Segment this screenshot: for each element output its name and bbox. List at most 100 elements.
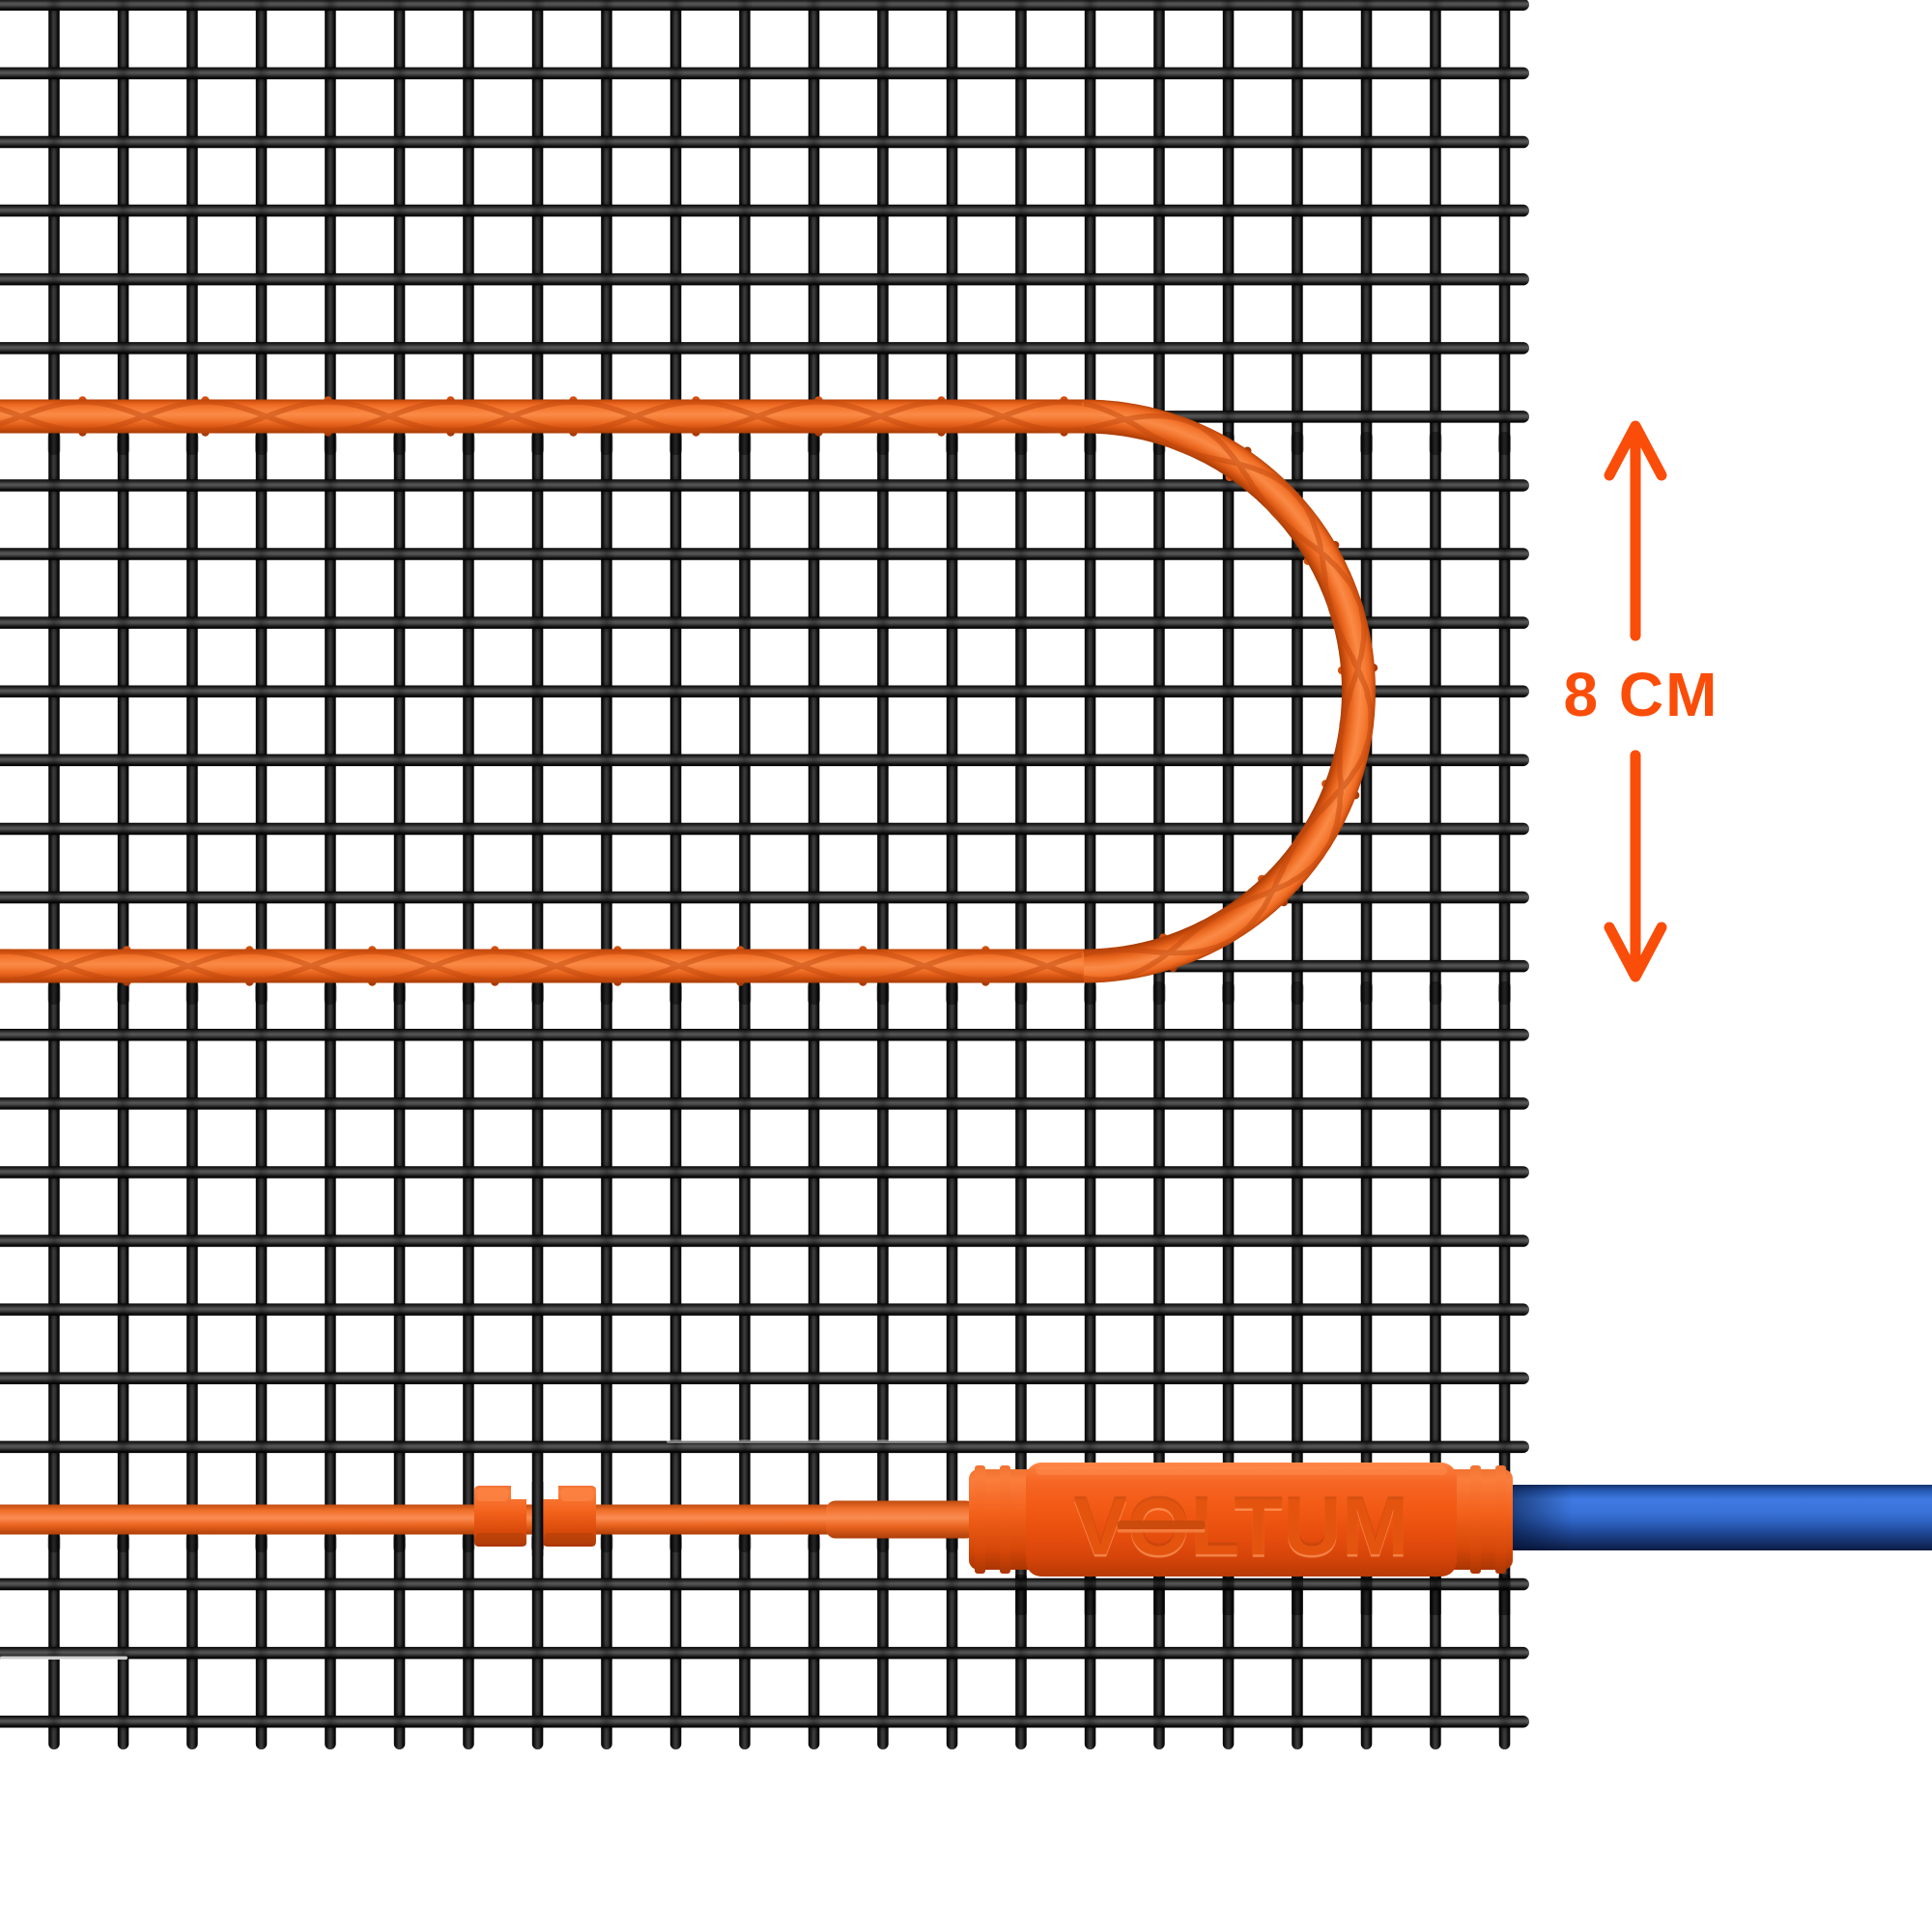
cast-shadow xyxy=(47,432,61,455)
cast-shadow xyxy=(738,1533,752,1552)
power-cord xyxy=(1505,1485,1932,1550)
cast-shadow xyxy=(808,981,820,1005)
cast-shadow xyxy=(669,432,682,455)
cast-shadow xyxy=(1222,981,1235,1005)
mesh-wire-horizontal xyxy=(0,753,1529,767)
cast-shadow xyxy=(117,1533,129,1552)
mesh-wire-vertical xyxy=(463,0,474,1749)
cast-shadow xyxy=(324,432,337,455)
cast-shadow xyxy=(1498,432,1511,455)
cast-shadow xyxy=(255,1533,268,1552)
mesh-wire-vertical xyxy=(48,0,60,1749)
cable-clip-wire xyxy=(531,1482,544,1556)
mesh-wire-horizontal xyxy=(0,1097,1529,1110)
cast-shadow xyxy=(1429,981,1442,1005)
cast-shadow xyxy=(1084,1575,1096,1615)
clip-top-highlight xyxy=(477,1488,508,1501)
mesh-wire-vertical xyxy=(117,0,129,1749)
heating-cable-loop xyxy=(1083,399,1376,983)
cast-shadow xyxy=(1014,981,1028,1005)
mesh-wire-horizontal xyxy=(0,204,1529,217)
mesh-wire-vertical xyxy=(808,0,820,1749)
cast-shadow xyxy=(393,981,406,1005)
cast-shadow xyxy=(47,981,61,1005)
mesh-wire-horizontal xyxy=(0,342,1529,355)
brand-logo: VOLTUM VOLTUM VOLTUM xyxy=(1073,1479,1408,1575)
cast-shadow xyxy=(185,981,199,1005)
mesh-wire-horizontal xyxy=(0,548,1529,560)
mesh-wire-horizontal xyxy=(0,1716,1529,1728)
connector-rib xyxy=(1000,1465,1010,1574)
mesh-wire-horizontal xyxy=(0,685,1529,697)
spacing-arrow-head-down xyxy=(1604,922,1667,982)
cast-shadow xyxy=(531,981,544,1005)
mesh-wire-vertical xyxy=(325,0,336,1749)
mesh-wire-vertical xyxy=(739,0,751,1749)
cable-wrap-strand xyxy=(1083,412,1367,982)
cast-shadow xyxy=(738,432,752,455)
mesh-glints xyxy=(0,1439,947,1660)
connector-rib xyxy=(1495,1465,1506,1574)
mesh-wire-horizontal xyxy=(0,1303,1529,1316)
cast-shadow xyxy=(1084,981,1096,1005)
connector-sleeve: VOLTUM VOLTUM VOLTUM xyxy=(969,1463,1513,1577)
cast-shadow xyxy=(946,981,958,1005)
connector-rib xyxy=(975,1465,985,1574)
mesh-wire-horizontal xyxy=(0,1577,1529,1591)
cast-shadow xyxy=(1360,1575,1373,1615)
cast-shadow xyxy=(1222,1575,1235,1615)
logo-crossbar-shade xyxy=(1117,1520,1206,1529)
mesh-wire-horizontal xyxy=(0,616,1529,629)
cable-wrap-strand xyxy=(0,949,1083,983)
spacing-label: 8 CM xyxy=(1564,660,1719,729)
power-cord-shadow xyxy=(1505,1485,1573,1550)
mesh-wire-vertical xyxy=(877,0,889,1749)
cast-shadow xyxy=(1292,1575,1303,1615)
connector-rib xyxy=(1470,1465,1481,1574)
spacing-indicator xyxy=(1604,420,1667,982)
cast-shadow xyxy=(600,432,613,455)
cast-shadow xyxy=(1498,1575,1511,1615)
cast-shadow xyxy=(600,1533,613,1552)
mesh-wire-horizontal xyxy=(0,1166,1529,1179)
cast-shadow xyxy=(1360,432,1373,455)
connector-body-highlight xyxy=(1036,1466,1447,1475)
cast-shadow xyxy=(462,1533,475,1552)
cable-clip xyxy=(474,1482,596,1556)
clip-bottom-shade xyxy=(545,1533,594,1544)
mesh-wire-horizontal xyxy=(0,0,1529,11)
cast-shadow xyxy=(946,432,958,455)
mesh-wire-vertical xyxy=(601,0,612,1749)
cast-shadow xyxy=(1430,1575,1441,1615)
cast-shadow xyxy=(669,981,682,1005)
cast-shadow xyxy=(1015,1575,1027,1615)
mesh-wire-vertical xyxy=(946,0,958,1749)
clip-bottom-shade xyxy=(476,1533,525,1544)
cast-shadow xyxy=(808,1533,820,1552)
logo-crossbar-highlight xyxy=(1117,1529,1206,1533)
mesh-wire-horizontal xyxy=(0,1235,1529,1247)
cast-shadow xyxy=(117,432,129,455)
cold-lead-thick-segment xyxy=(826,1500,976,1539)
cable-wrap-strand xyxy=(0,399,1083,434)
mesh-wire-horizontal xyxy=(0,1440,1529,1454)
cast-shadow xyxy=(185,1533,199,1552)
cast-shadow xyxy=(531,432,544,455)
cable-wrap-strand xyxy=(0,949,1083,983)
cast-shadow xyxy=(1498,981,1511,1005)
mesh-wire-horizontal xyxy=(0,479,1529,492)
mesh-wire-vertical xyxy=(186,0,198,1749)
cast-shadow xyxy=(47,1533,61,1552)
cable-wrap-strand xyxy=(0,399,1083,434)
cast-shadow xyxy=(1153,1575,1165,1615)
mesh-wire-horizontal xyxy=(0,1646,1529,1660)
cast-shadow xyxy=(600,981,613,1005)
cast-shadow xyxy=(876,981,890,1005)
clip-top-highlight xyxy=(561,1488,593,1501)
mesh-wire-horizontal xyxy=(0,67,1529,80)
cast-shadow xyxy=(876,432,890,455)
spacing-arrow-head-up xyxy=(1604,420,1667,481)
cast-shadow xyxy=(393,1533,406,1552)
mesh-wire-vertical xyxy=(255,0,268,1749)
